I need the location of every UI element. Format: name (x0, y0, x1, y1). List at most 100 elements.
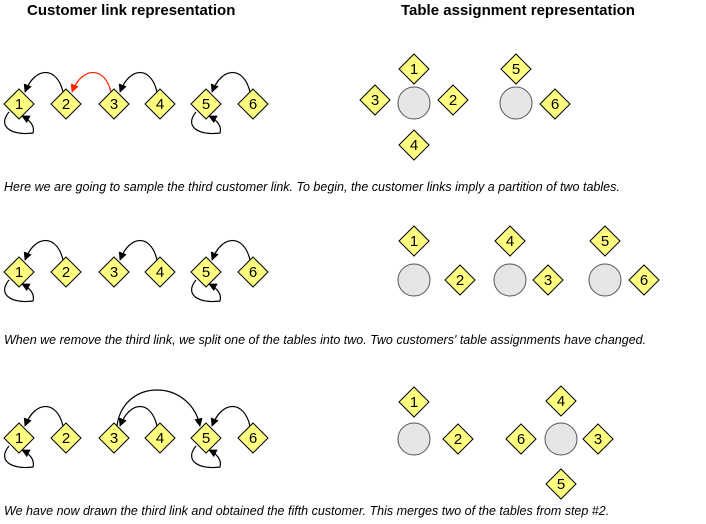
step-3-customer-2-label: 2 (62, 430, 70, 447)
table-assignment-header: Table assignment representation (401, 2, 635, 19)
step-2-customer-3: 3 (98, 256, 130, 288)
step-2-customer-1-label: 1 (15, 264, 23, 281)
step-2-table-3-seat-5-shape (589, 225, 621, 257)
step-2-customer-5-shape (190, 256, 222, 288)
step-3-table-1-seat-1: 1 (398, 386, 430, 418)
step-3-table-1-seat-2-label: 2 (454, 431, 462, 448)
step-3-table-2-seat-6-label: 6 (517, 431, 525, 448)
step-3-customer-6-label: 6 (249, 430, 257, 447)
links-layer (4, 72, 251, 469)
step-1-table-1 (397, 86, 431, 120)
step-2-table-2-seat-4: 4 (494, 225, 526, 257)
step-2-table-2 (493, 263, 527, 297)
step-1-customer-1-shape (3, 88, 35, 120)
step-2-customer-6-label: 6 (249, 264, 257, 281)
step-3-link-2-to-1 (23, 406, 64, 427)
step-2-table-2-seat-4-shape (494, 225, 526, 257)
step-1-table-1-seat-1: 1 (398, 53, 430, 85)
step-1-caption: Here we are going to sample the third cu… (4, 180, 620, 194)
step-1-table-1-seat-2: 2 (437, 84, 469, 116)
step-2-table-1-seat-1-label: 1 (410, 233, 418, 250)
step-2-customer-6: 6 (237, 256, 269, 288)
step-3-table-2-seat-6: 6 (505, 423, 537, 455)
step-1-link-3-to-2 (70, 72, 112, 93)
step-2-table-3-seat-5: 5 (589, 225, 621, 257)
step-3-table-2-seat-3: 3 (582, 423, 614, 455)
step-3-customer-3-label: 3 (110, 430, 118, 447)
step-3-table-2-seat-5: 5 (545, 468, 577, 500)
step-3-table-2-seat-3-label: 3 (594, 431, 602, 448)
step-2-table-2-seat-3: 3 (532, 264, 564, 296)
tables-layer (397, 86, 622, 456)
step-3-table-2-seat-3-shape (582, 423, 614, 455)
step-2-customer-3-label: 3 (110, 264, 118, 281)
step-1-customer-3: 3 (98, 88, 130, 120)
step-2-customer-2-label: 2 (62, 264, 70, 281)
step-2-link-4-to-3 (118, 240, 158, 261)
step-3-customer-6: 6 (237, 422, 269, 454)
step-3-table-2-seat-4-shape (545, 385, 577, 417)
step-2-table-2-seat-3-shape (532, 264, 564, 296)
step-3-link-6-to-5 (210, 406, 251, 427)
step-1-table-2-seat-5: 5 (500, 53, 532, 85)
step-3-table-2-seat-4: 4 (545, 385, 577, 417)
step-3-table-1-seat-2: 2 (442, 423, 474, 455)
step-2-table-3-seat-5-label: 5 (601, 233, 609, 250)
step-3-table-2 (544, 422, 578, 456)
step-3-link-3-to-5 (116, 389, 203, 427)
step-1-customer-2-label: 2 (62, 96, 70, 113)
step-1-link-5-to-5 (191, 111, 222, 135)
step-1-table-1-seat-2-label: 2 (449, 92, 457, 109)
step-2-table-3-seat-6: 6 (628, 264, 660, 296)
step-3-table-2-seat-5-shape (545, 468, 577, 500)
step-1-table-1-seat-3-label: 3 (371, 92, 379, 109)
step-2-table-1-seat-2-label: 2 (456, 272, 464, 289)
step-3-customer-2-shape (50, 422, 82, 454)
step-1-link-6-to-5 (210, 72, 251, 93)
step-1-table-2-seat-6-label: 6 (551, 96, 559, 113)
step-2-customer-4: 4 (144, 256, 176, 288)
step-2-customer-3-shape (98, 256, 130, 288)
step-1-customer-5-shape (190, 88, 222, 120)
step-3-customer-4: 4 (144, 422, 176, 454)
step-2-customer-1-shape (3, 256, 35, 288)
step-3-customer-2: 2 (50, 422, 82, 454)
step-3-customer-4-label: 4 (156, 430, 164, 447)
step-2-table-3-seat-6-shape (628, 264, 660, 296)
step-1-customer-5-label: 5 (202, 96, 210, 113)
step-1-table-2 (499, 86, 533, 120)
customer-link-header: Customer link representation (27, 2, 236, 19)
step-2-link-5-to-5 (191, 279, 222, 303)
step-3-customer-1-shape (3, 422, 35, 454)
step-2-link-1-to-1 (4, 279, 35, 303)
step-3-customer-3-shape (98, 422, 130, 454)
step-1-customer-4-shape (144, 88, 176, 120)
step-3-customer-5-shape (190, 422, 222, 454)
step-1-customer-2-shape (50, 88, 82, 120)
step-1-table-2-seat-5-label: 5 (512, 61, 520, 78)
step-1-table-2-seat-5-shape (500, 53, 532, 85)
step-2-table-3-seat-6-label: 6 (640, 272, 648, 289)
step-1-customer-6: 6 (237, 88, 269, 120)
step-1-customer-6-shape (237, 88, 269, 120)
step-1-table-1-seat-1-label: 1 (410, 61, 418, 78)
step-1-customer-3-label: 3 (110, 96, 118, 113)
step-2-table-1 (397, 263, 431, 297)
step-2-customer-2-shape (50, 256, 82, 288)
step-3-customer-5: 5 (190, 422, 222, 454)
step-3-caption: We have now drawn the third link and obt… (4, 504, 610, 518)
step-3-customer-4-shape (144, 422, 176, 454)
step-3-table-1-seat-1-shape (398, 386, 430, 418)
step-1-table-1-seat-1-shape (398, 53, 430, 85)
step-1-customer-1-label: 1 (15, 96, 23, 113)
step-3-table-2-seat-4-label: 4 (557, 393, 565, 410)
step-2-table-1-seat-1: 1 (398, 225, 430, 257)
step-1-table-1-seat-3-shape (359, 84, 391, 116)
step-2-caption: When we remove the third link, we split … (4, 333, 647, 347)
step-2-table-1-seat-2: 2 (444, 264, 476, 296)
step-2-customer-5-label: 5 (202, 264, 210, 281)
step-2-table-3 (588, 263, 622, 297)
step-3-customer-5-label: 5 (202, 430, 210, 447)
